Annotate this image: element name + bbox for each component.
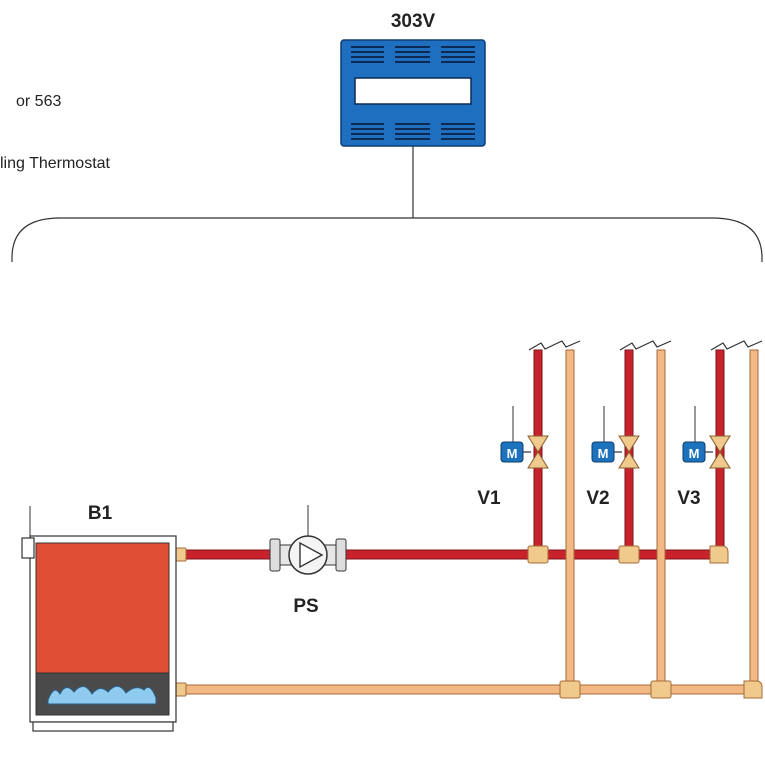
- note-line-1: or 563: [16, 93, 61, 110]
- supply-pipe: [183, 349, 725, 560]
- motor-label-v3: M: [689, 446, 700, 461]
- controller-label: 303V: [391, 11, 436, 32]
- motor-label-v1: M: [507, 446, 518, 461]
- boiler: [21, 506, 177, 732]
- valve-label-v2: V2: [586, 488, 609, 509]
- zone-valve-icon: [591, 406, 640, 469]
- return-pipe: [183, 349, 759, 695]
- zone-valve-icon: [500, 406, 549, 469]
- circulator-pump-icon: [269, 505, 347, 575]
- valve-label-v3: V3: [677, 488, 700, 509]
- pipe-fittings: [175, 545, 763, 699]
- flame-icon: [47, 685, 157, 705]
- valve-label-v1: V1: [477, 488, 501, 509]
- pump-label: PS: [293, 596, 318, 617]
- pipe-break-marks: [528, 340, 763, 351]
- motor-label-v2: M: [598, 446, 609, 461]
- zone-valve-icon: [682, 406, 731, 469]
- controller-icon: [340, 39, 486, 147]
- control-wiring: [11, 146, 763, 262]
- note-line-2: ling Thermostat: [0, 155, 111, 172]
- boiler-label: B1: [88, 503, 113, 524]
